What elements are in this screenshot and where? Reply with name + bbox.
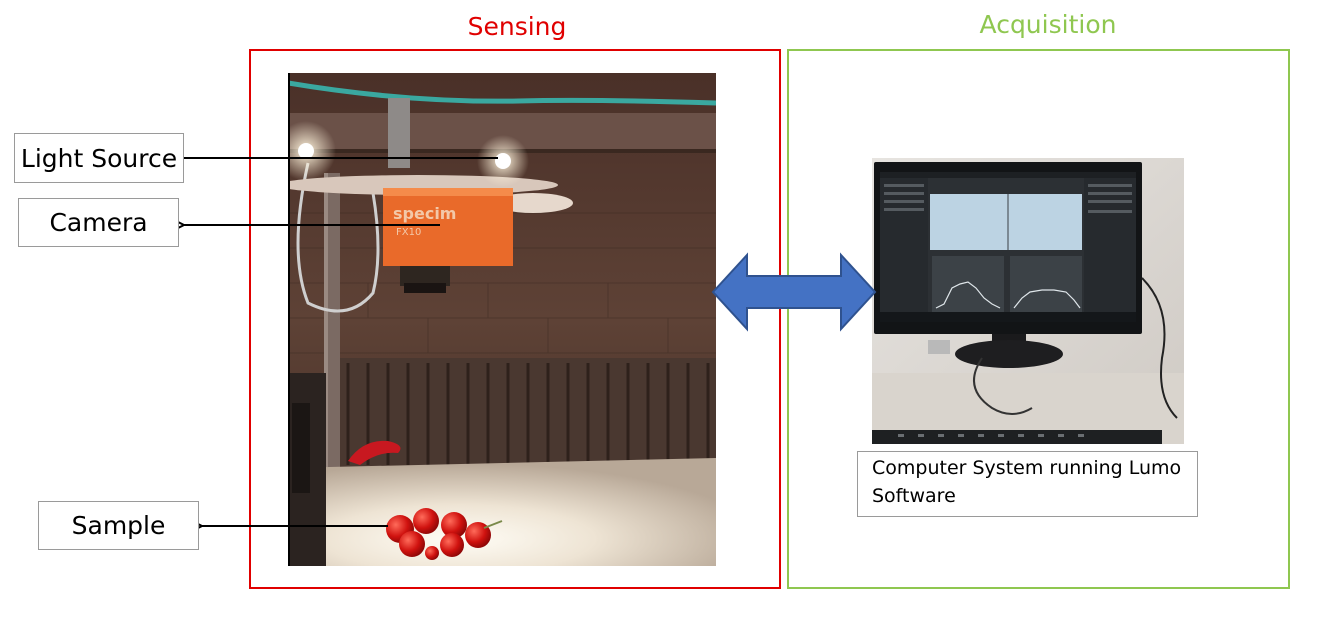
sensing-setup-photo: specim FX10 [288,73,716,566]
camera-model-text: FX10 [396,227,421,238]
label-leader-arrows [170,140,498,540]
photo-left-edge-line [288,73,290,566]
light-source-label: Light Source [14,133,184,183]
camera-brand-text: specim [393,204,456,223]
sample-label: Sample [38,501,199,550]
computer-system-photo [872,158,1184,444]
camera-label: Camera [18,198,179,247]
data-exchange-double-arrow [711,252,877,332]
acquisition-panel [787,49,1290,589]
computer-system-caption: Computer System running Lumo Software [857,451,1198,517]
sensing-title: Sensing [467,12,567,41]
acquisition-title: Acquisition [979,10,1117,39]
sensing-panel [249,49,781,589]
